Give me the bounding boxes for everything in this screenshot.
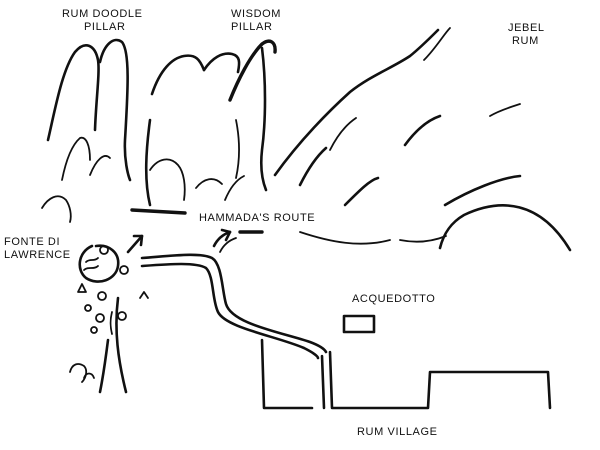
label-line: RUM bbox=[512, 35, 539, 47]
label-line: ACQUEDOTTO bbox=[352, 293, 436, 305]
arrow-icon bbox=[212, 228, 237, 253]
label-hammadas-route: HAMMADA'S ROUTE bbox=[199, 212, 315, 225]
tree-icon bbox=[69, 265, 149, 383]
label-line: PILLAR bbox=[231, 21, 273, 33]
label-line: FONTE DI bbox=[4, 236, 61, 248]
road bbox=[140, 253, 328, 360]
label-line: RUM DOODLE bbox=[62, 8, 143, 20]
village-walls bbox=[260, 338, 552, 410]
label-rum-doodle-pillar: RUM DOODLE PILLAR bbox=[62, 8, 143, 34]
wisdom-pillar bbox=[228, 39, 277, 192]
label-acquedotto: ACQUEDOTTO bbox=[352, 293, 435, 306]
label-wisdom-pillar: WISDOM PILLAR bbox=[231, 8, 281, 34]
label-line: WISDOM bbox=[231, 8, 282, 20]
label-line: JEBEL bbox=[508, 22, 545, 34]
spring-icon bbox=[78, 244, 120, 283]
jebel-rum bbox=[273, 27, 572, 252]
hammadas-route-line bbox=[130, 208, 264, 234]
label-jebel-rum: JEBEL RUM bbox=[508, 22, 545, 48]
wadi bbox=[98, 296, 128, 394]
label-rum-village: RUM VILLAGE bbox=[357, 426, 438, 439]
label-fonte-di-lawrence: FONTE DI LAWRENCE bbox=[4, 236, 71, 262]
label-line: PILLAR bbox=[84, 21, 126, 33]
label-line: HAMMADA'S ROUTE bbox=[199, 212, 316, 224]
central-massif bbox=[144, 52, 245, 207]
acquedotto-building bbox=[342, 314, 376, 334]
rum-doodle-pillar bbox=[41, 38, 132, 223]
arrow-icon bbox=[126, 234, 144, 254]
label-line: LAWRENCE bbox=[4, 249, 71, 261]
label-line: RUM VILLAGE bbox=[357, 426, 438, 438]
